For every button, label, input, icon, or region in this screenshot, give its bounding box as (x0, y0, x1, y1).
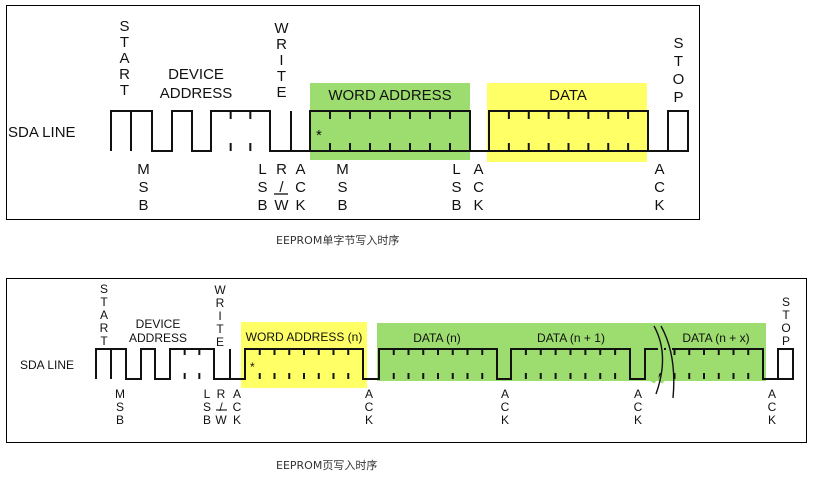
diagram-frame (6, 5, 700, 220)
write-label: WRITE (213, 283, 227, 348)
start-label: START (97, 282, 111, 347)
lsb-label: LSB (448, 161, 465, 215)
data-highlight (487, 83, 647, 162)
sda-waveform (110, 110, 689, 152)
caption-byte-write: EEPROM单字节写入时序 (276, 233, 399, 247)
sda-line-label: SDA LINE (8, 124, 76, 141)
word-address-label: WORD ADDRESS (328, 87, 451, 104)
asterisk: * (250, 360, 255, 374)
break-mark-icon (653, 325, 675, 399)
address-label: ADDRESS (129, 331, 187, 345)
byte-write-diagram: SDA LINE DEVICE ADDRESS WORD ADDRESS DAT… (6, 5, 700, 220)
msb-label: MSB (113, 387, 127, 426)
word-address-label: WORD ADDRESS (n) (246, 330, 363, 344)
bit-ticks (229, 111, 630, 151)
page-write-diagram: SDA LINE DEVICE ADDRESS WORD ADDRESS (n)… (6, 278, 807, 443)
lsb-label: LSB (200, 387, 214, 426)
msb-label: MSB (334, 161, 351, 215)
data-n-label: DATA (n) (413, 331, 461, 345)
ack-label: ACK (362, 387, 376, 426)
read-write-label: R/W (214, 387, 228, 426)
msb-label: MSB (135, 161, 152, 215)
ack-label: ACK (651, 161, 668, 215)
stop-label: STOP (670, 35, 687, 107)
ack-label: ACK (230, 387, 244, 426)
write-label: WRITE (273, 20, 290, 100)
ack-label: ACK (292, 161, 309, 215)
sda-line-label: SDA LINE (20, 358, 74, 372)
diagram-frame (6, 278, 807, 443)
address-label: ADDRESS (160, 85, 233, 102)
device-label: DEVICE (136, 317, 181, 331)
start-label: START (116, 18, 133, 98)
ack-label: ACK (498, 387, 512, 426)
data-label: DATA (549, 87, 587, 104)
ack-label: ACK (765, 387, 779, 426)
ack-label: ACK (631, 387, 645, 426)
caption-page-write: EEPROM页写入时序 (276, 458, 377, 472)
lsb-label: LSB (254, 161, 271, 215)
ack-label: ACK (470, 161, 487, 215)
sda-waveform (95, 348, 794, 380)
read-write-label: R/W (273, 161, 290, 215)
bit-ticks (183, 349, 750, 379)
asterisk: * (316, 127, 322, 144)
data-nx-label: DATA (n + x) (682, 331, 749, 345)
data-n1-label: DATA (n + 1) (537, 331, 605, 345)
stop-label: STOP (779, 295, 793, 347)
device-label: DEVICE (168, 66, 224, 83)
